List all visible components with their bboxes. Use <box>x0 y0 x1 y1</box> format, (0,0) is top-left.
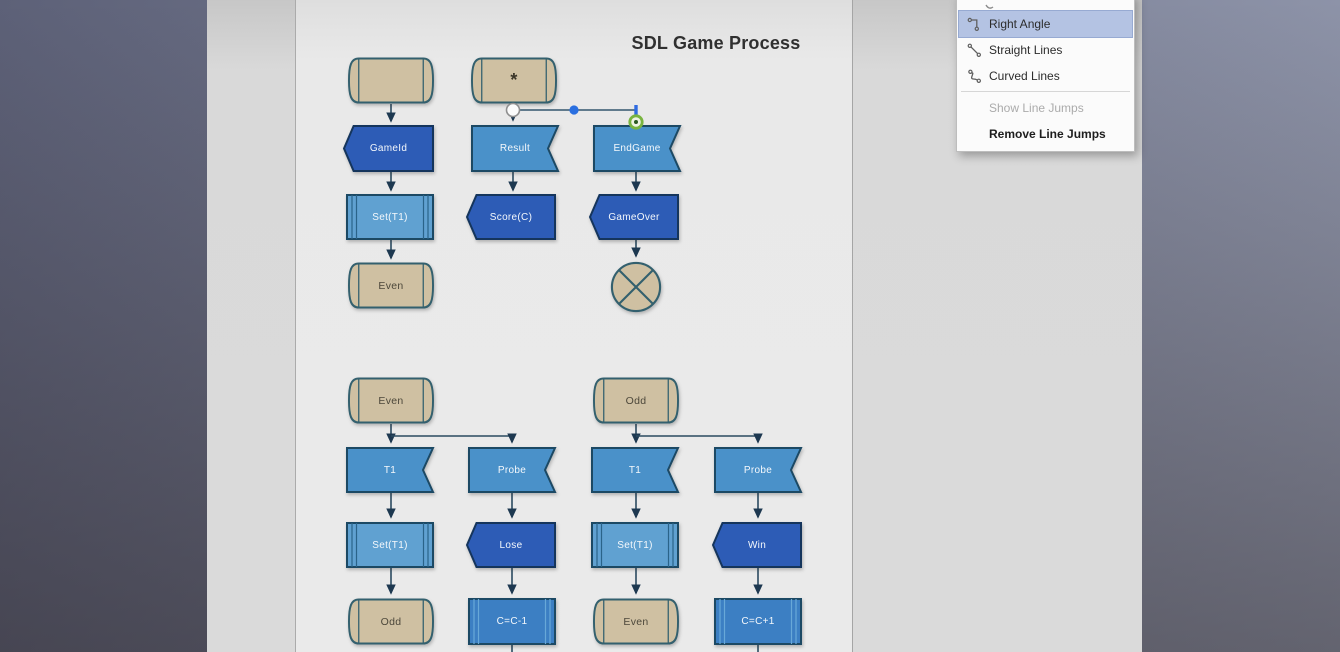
node-label: Odd <box>380 615 402 628</box>
node-label: C=C-1 <box>496 616 528 627</box>
node-score[interactable]: Score(C) <box>465 194 556 240</box>
node-endgame[interactable]: EndGame <box>593 125 682 172</box>
node-odd-c[interactable]: Odd <box>347 598 435 645</box>
node-label: Set(T1) <box>617 539 653 551</box>
node-c-minus[interactable]: C=C-1 <box>468 598 556 645</box>
node-label: Win <box>747 539 767 551</box>
connector-begin-handle[interactable] <box>505 102 521 118</box>
node-label: Even <box>623 615 649 628</box>
node-even-c[interactable]: Even <box>592 598 680 645</box>
partial-icon <box>985 4 994 9</box>
node-label: Even <box>378 394 404 407</box>
node-even-b[interactable]: Even <box>347 377 435 424</box>
page-title: SDL Game Process <box>631 33 801 53</box>
node-probe-b[interactable]: Probe <box>714 447 803 493</box>
curved-lines-icon <box>959 69 989 84</box>
node-label: GameId <box>369 143 408 154</box>
node-label: GameOver <box>608 211 660 223</box>
menu-item-remove-line-jumps[interactable]: Remove Line Jumps <box>959 121 1132 147</box>
node-set-t1-b[interactable]: Set(T1) <box>346 522 434 568</box>
node-odd-b[interactable]: Odd <box>592 377 680 424</box>
node-stop[interactable] <box>610 261 662 313</box>
node-label: Set(T1) <box>372 211 408 223</box>
node-label: * <box>510 70 518 90</box>
node-label: T1 <box>628 464 642 476</box>
node-gameid[interactable]: GameId <box>342 125 434 172</box>
menu-item-partial[interactable] <box>957 0 1134 11</box>
node-label: Probe <box>743 464 773 476</box>
straight-lines-icon <box>959 43 989 58</box>
node-label: Set(T1) <box>372 539 408 551</box>
connector-handles-layer <box>505 102 644 130</box>
drawing-page[interactable]: SDL Game Process <box>295 0 853 652</box>
node-label: Score(C) <box>489 211 533 223</box>
menu-item-straight-lines[interactable]: Straight Lines <box>959 37 1132 63</box>
connector-midpoint-handle[interactable] <box>569 105 579 115</box>
node-start-blank[interactable] <box>347 57 435 104</box>
node-probe-a[interactable]: Probe <box>468 447 557 493</box>
node-lose[interactable]: Lose <box>465 522 556 568</box>
node-set-t1-a[interactable]: Set(T1) <box>346 194 434 240</box>
menu-separator <box>961 91 1130 92</box>
node-label: Result <box>499 143 531 154</box>
context-menu: Right Angle Straight Lines Curved Lines … <box>956 0 1135 152</box>
node-label: C=C+1 <box>741 616 775 627</box>
menu-item-curved-lines[interactable]: Curved Lines <box>959 63 1132 89</box>
right-angle-icon <box>959 17 989 32</box>
menu-item-right-angle[interactable]: Right Angle <box>958 10 1133 38</box>
menu-item-label: Curved Lines <box>989 69 1060 83</box>
node-even-a[interactable]: Even <box>347 262 435 309</box>
node-label: T1 <box>383 464 397 476</box>
node-label: Odd <box>625 394 647 407</box>
node-set-t1-c[interactable]: Set(T1) <box>591 522 679 568</box>
node-c-plus[interactable]: C=C+1 <box>714 598 802 645</box>
menu-item-show-line-jumps: Show Line Jumps <box>959 95 1132 121</box>
flow-connectors <box>386 104 763 652</box>
node-gameover[interactable]: GameOver <box>588 194 679 240</box>
node-label: Probe <box>497 464 527 476</box>
node-t1-a[interactable]: T1 <box>346 447 435 493</box>
menu-item-label: Show Line Jumps <box>989 101 1084 115</box>
node-label: EndGame <box>613 143 661 154</box>
node-start-star[interactable]: * <box>470 57 558 104</box>
menu-item-label: Remove Line Jumps <box>989 127 1106 141</box>
node-label: Lose <box>499 539 523 551</box>
connector-end-handle[interactable] <box>628 114 644 130</box>
node-label: Even <box>378 279 404 292</box>
connector-layer <box>386 104 763 652</box>
menu-item-label: Right Angle <box>989 17 1051 31</box>
menu-item-label: Straight Lines <box>989 43 1063 57</box>
node-t1-b[interactable]: T1 <box>591 447 680 493</box>
node-result[interactable]: Result <box>471 125 560 172</box>
node-win[interactable]: Win <box>711 522 802 568</box>
